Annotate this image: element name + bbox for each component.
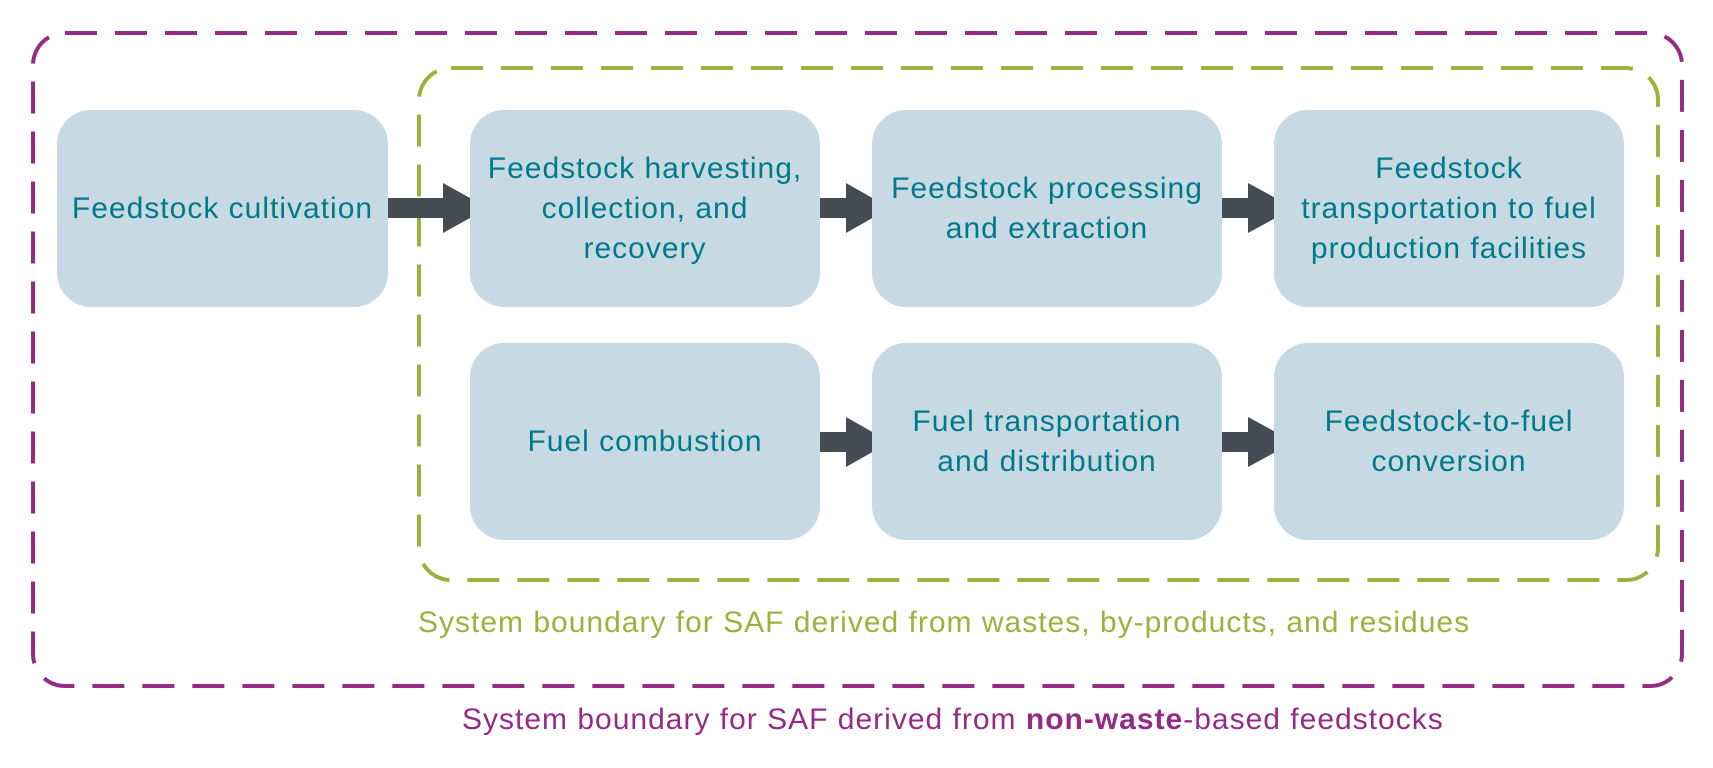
arrow-icon [1222, 183, 1294, 233]
box-combustion: Fuel combustion [470, 343, 820, 540]
arrow-icon [820, 417, 890, 467]
arrow-icon [1222, 417, 1294, 467]
box-cultivation: Feedstock cultivation [57, 110, 388, 307]
box-feedstock-transport: Feedstock transportation to fuel product… [1274, 110, 1624, 307]
waste-boundary [417, 66, 1660, 582]
box-conversion: Feedstock-to-fuel conversion [1274, 343, 1624, 540]
nonwaste-boundary [31, 31, 1684, 688]
label-prefix: System boundary for SAF derived from [462, 703, 1026, 736]
box-fuel-transport: Fuel transportation and distribution [872, 343, 1222, 540]
nonwaste-boundary-label: System boundary for SAF derived from non… [462, 703, 1444, 737]
arrow-icon [388, 183, 488, 233]
label-bold: non-waste [1025, 703, 1184, 736]
box-harvesting: Feedstock harvesting, collection, and re… [470, 110, 820, 307]
waste-boundary-label: System boundary for SAF derived from was… [418, 606, 1471, 639]
arrow-icon [820, 183, 890, 233]
label-suffix: -based feedstocks [1183, 703, 1444, 736]
box-processing: Feedstock processing and extraction [872, 110, 1222, 307]
